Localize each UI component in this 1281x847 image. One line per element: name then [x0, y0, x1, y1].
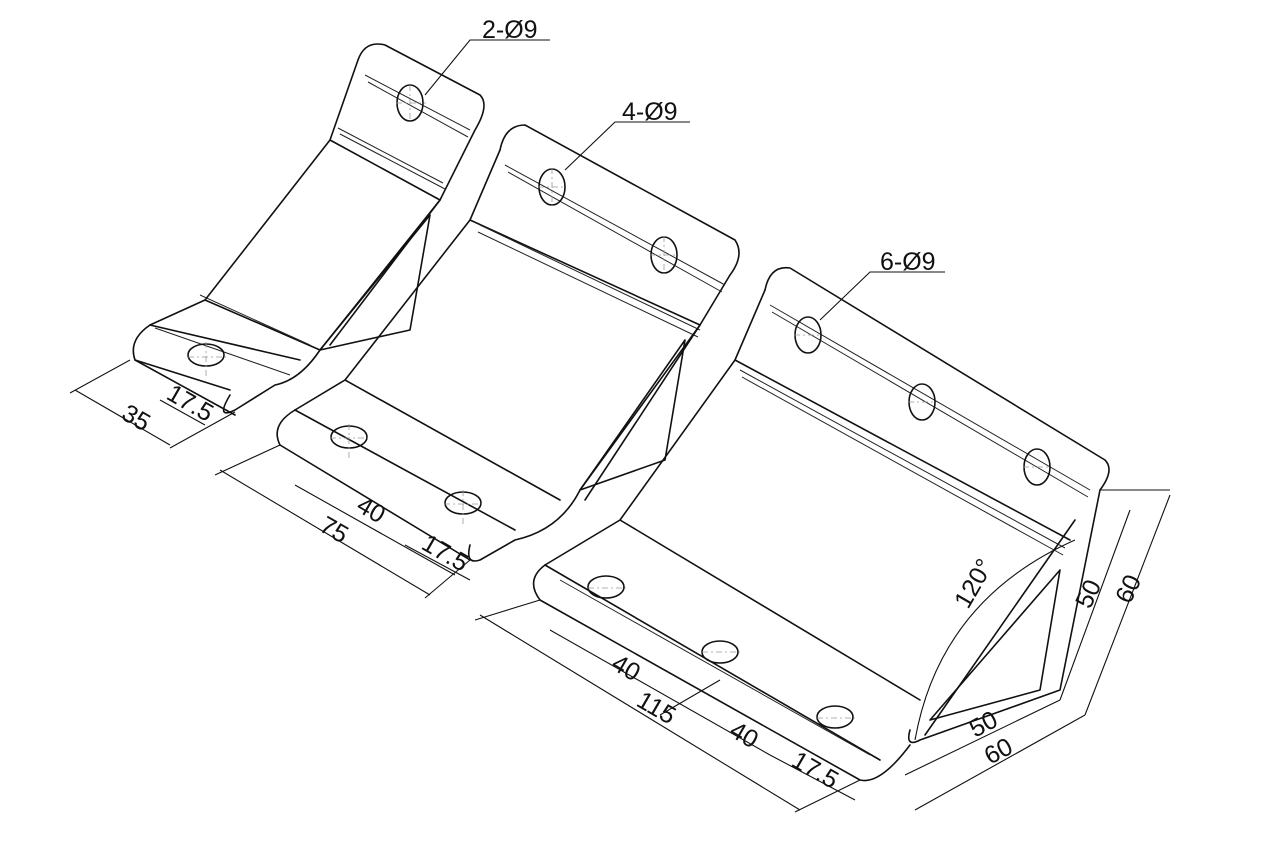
dim-large-width: 115 [632, 686, 681, 730]
medium-bracket [276, 124, 740, 562]
callout-2-holes: 2-Ø9 [482, 16, 538, 44]
small-bracket [132, 43, 485, 416]
callout-4-holes: 4-Ø9 [622, 98, 678, 126]
dim-small-width: 35 [117, 399, 155, 437]
dimension-lines [69, 39, 1171, 813]
dim-small-offset: 17.5 [162, 379, 218, 428]
callout-6-holes: 6-Ø9 [880, 248, 936, 276]
dim-medium-pitch: 40 [352, 491, 390, 529]
dim-height-outer: 60 [1110, 570, 1147, 607]
dim-medium-offset: 17.5 [417, 529, 473, 578]
dim-angle: 120° [949, 554, 999, 613]
large-bracket [532, 266, 1110, 782]
labels: 2-Ø9 4-Ø9 6-Ø9 35 17.5 40 75 17.5 40 115… [117, 16, 1147, 795]
dim-medium-width: 75 [315, 511, 353, 549]
dim-large-offset: 17.5 [787, 746, 843, 795]
dim-height-inner: 50 [1070, 575, 1107, 612]
